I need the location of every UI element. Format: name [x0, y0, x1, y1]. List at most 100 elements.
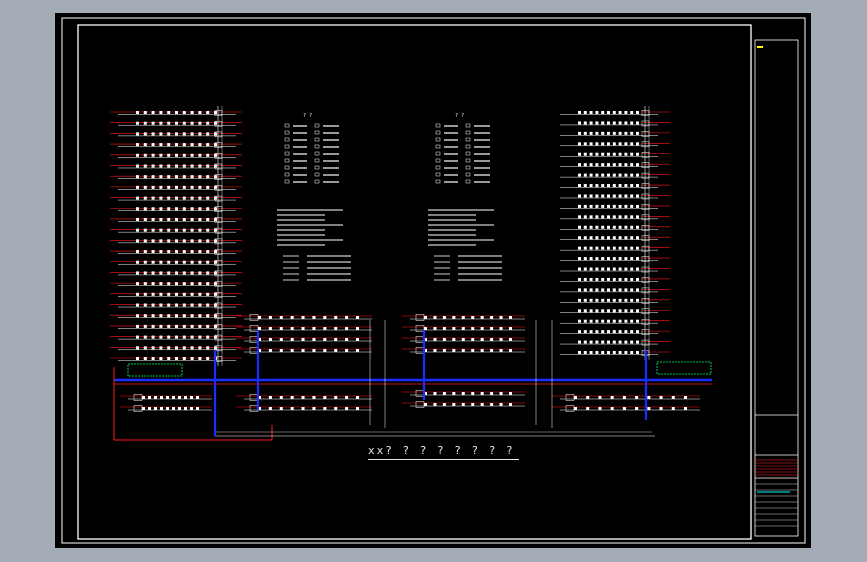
outlet-mark — [618, 225, 622, 229]
outlet-mark — [659, 396, 663, 399]
outlet-mark — [630, 309, 634, 313]
outlet-mark — [143, 271, 147, 275]
outlet-mark — [684, 396, 687, 399]
outlet-mark — [636, 225, 639, 229]
outlet-mark — [167, 239, 171, 243]
outlet-mark — [607, 184, 610, 188]
outlet-mark — [622, 407, 626, 410]
outlet-mark — [151, 121, 155, 125]
outlet-mark — [607, 309, 610, 313]
outer-border — [61, 17, 806, 544]
outlet-mark — [184, 407, 187, 410]
outlet-mark — [159, 185, 163, 189]
outlet-mark — [151, 111, 155, 114]
outlet-mark — [198, 143, 202, 147]
outlet-mark — [618, 163, 622, 167]
outlet-mark — [612, 194, 616, 198]
podium-panel-box — [249, 314, 259, 321]
outlet-mark — [595, 236, 599, 240]
outlet-mark — [206, 207, 210, 211]
outlet-mark — [143, 121, 147, 125]
outlet-mark — [175, 217, 178, 221]
outlet-mark — [151, 132, 155, 136]
legend-symbol — [435, 151, 441, 156]
outlet-mark — [630, 257, 634, 261]
outlet-mark — [583, 152, 587, 156]
outlet-mark — [433, 327, 437, 330]
outlet-mark — [589, 257, 593, 261]
outlet-mark — [290, 327, 294, 330]
outlet-mark — [589, 267, 593, 271]
outlet-mark — [182, 335, 186, 339]
outlet-mark — [612, 277, 616, 281]
legend-symbol — [435, 144, 441, 149]
outlet-mark — [182, 292, 186, 296]
outlet-mark — [630, 330, 634, 334]
outlet-mark — [214, 153, 217, 157]
outlet-mark — [279, 327, 283, 330]
outlet-mark — [206, 346, 210, 350]
outlet-mark — [182, 239, 186, 243]
outlet-mark — [635, 407, 639, 410]
outlet-mark — [612, 173, 616, 177]
outlet-mark — [159, 303, 163, 307]
outlet-mark — [159, 111, 163, 114]
outlet-mark — [198, 260, 202, 264]
outlet-mark — [175, 164, 178, 168]
outlet-mark — [182, 132, 186, 136]
outlet-mark — [182, 153, 186, 157]
podium-panel-box — [415, 325, 425, 332]
outlet-mark — [167, 164, 171, 168]
outlet-mark — [190, 271, 194, 275]
outlet-mark — [618, 277, 622, 281]
outlet-mark — [624, 309, 628, 313]
outlet-mark — [312, 327, 316, 330]
outlet-mark — [214, 239, 217, 243]
outlet-mark — [583, 298, 587, 302]
outlet-mark — [607, 340, 610, 344]
outlet-mark — [136, 143, 139, 147]
outlet-mark — [595, 340, 599, 344]
outlet-mark — [607, 236, 610, 240]
outlet-mark — [214, 111, 217, 114]
outlet-mark — [583, 131, 587, 135]
outlet-mark — [618, 131, 622, 135]
outlet-mark — [578, 288, 581, 292]
outlet-mark — [143, 217, 147, 221]
outlet-mark — [214, 346, 217, 350]
outlet-mark — [630, 204, 634, 208]
outlet-mark — [442, 338, 446, 341]
legend-symbol — [314, 179, 320, 184]
outlet-mark — [471, 403, 475, 406]
outlet-mark — [624, 225, 628, 229]
outlet-mark — [190, 217, 194, 221]
outlet-mark — [206, 217, 210, 221]
outlet-mark — [190, 324, 194, 328]
outlet-mark — [612, 121, 616, 125]
outlet-mark — [630, 163, 634, 167]
outlet-mark — [583, 309, 587, 313]
outlet-mark — [578, 152, 581, 156]
outlet-mark — [442, 392, 446, 395]
outlet-mark — [598, 407, 602, 410]
outlet-mark — [167, 271, 171, 275]
outlet-mark — [290, 349, 294, 352]
outlet-mark — [182, 314, 186, 318]
outlet-mark — [607, 163, 610, 167]
outlet-mark — [595, 142, 599, 146]
outlet-mark — [143, 175, 147, 179]
outlet-mark — [607, 121, 610, 125]
outlet-mark — [214, 207, 217, 211]
outlet-mark — [167, 153, 171, 157]
outlet-mark — [612, 142, 616, 146]
outlet-mark — [268, 407, 272, 410]
outlet-mark — [601, 111, 605, 114]
outlet-mark — [356, 338, 359, 341]
outlet-mark — [595, 163, 599, 167]
outlet-mark — [480, 403, 484, 406]
outlet-mark — [583, 351, 587, 354]
outlet-mark — [258, 327, 261, 330]
outlet-mark — [206, 239, 210, 243]
outlet-mark — [159, 357, 163, 360]
